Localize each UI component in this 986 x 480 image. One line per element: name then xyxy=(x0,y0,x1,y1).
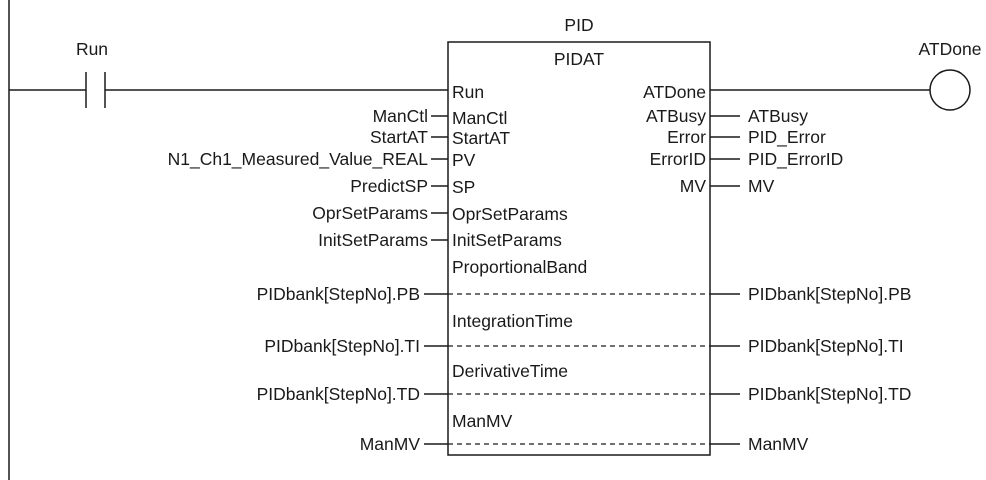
pin-atbusy: ATBusy xyxy=(646,106,706,126)
output-var-errorid[interactable]: PID_ErrorID xyxy=(748,149,843,170)
output-coil[interactable] xyxy=(929,69,971,111)
coil-label: ATDone xyxy=(919,39,982,59)
pin-manmv: ManMV xyxy=(452,411,513,431)
pin-sp: SP xyxy=(452,177,475,197)
contact-label: Run xyxy=(76,39,108,59)
input-var-startat[interactable]: StartAT xyxy=(370,127,428,147)
normally-open-contact[interactable] xyxy=(85,72,106,108)
pin-errorid: ErrorID xyxy=(650,149,706,169)
pin-derivativetime: DerivativeTime xyxy=(452,361,568,381)
inout-out-var-manmv[interactable]: ManMV xyxy=(748,434,809,454)
function-block-box[interactable] xyxy=(447,41,711,456)
output-var-mv[interactable]: MV xyxy=(748,176,775,196)
inout-out-var-ti[interactable]: PIDbank[StepNo].TI xyxy=(748,336,904,356)
inout-in-var-pb[interactable]: PIDbank[StepNo].PB xyxy=(257,284,420,304)
pin-initsetparams: InitSetParams xyxy=(452,230,562,250)
block-type: PIDAT xyxy=(554,49,605,69)
pin-atdone: ATDone xyxy=(643,82,706,102)
input-var-initsetparams[interactable]: InitSetParams xyxy=(318,230,428,250)
input-var-manctl[interactable]: ManCtl xyxy=(373,106,428,126)
pin-startat: StartAT xyxy=(452,128,510,148)
output-var-error[interactable]: PID_Error xyxy=(748,127,826,148)
inout-in-var-manmv[interactable]: ManMV xyxy=(360,434,421,454)
inout-in-var-ti[interactable]: PIDbank[StepNo].TI xyxy=(264,336,420,356)
inout-out-var-pb[interactable]: PIDbank[StepNo].PB xyxy=(748,284,911,304)
pin-pv: PV xyxy=(452,150,476,170)
pin-error: Error xyxy=(667,127,706,147)
inout-in-var-td[interactable]: PIDbank[StepNo].TD xyxy=(257,384,420,404)
pin-mv: MV xyxy=(680,176,707,196)
instance-name: PID xyxy=(564,15,593,35)
pin-run: Run xyxy=(452,82,484,102)
pin-oprsetparams: OprSetParams xyxy=(452,204,568,224)
output-var-atbusy[interactable]: ATBusy xyxy=(748,106,808,126)
pin-integrationtime: IntegrationTime xyxy=(452,311,573,331)
pin-manctl: ManCtl xyxy=(452,108,507,128)
input-var-oprsetparams[interactable]: OprSetParams xyxy=(312,203,428,223)
inout-out-var-td[interactable]: PIDbank[StepNo].TD xyxy=(748,384,911,404)
pin-proportionalband: ProportionalBand xyxy=(452,257,587,277)
input-var-pv[interactable]: N1_Ch1_Measured_Value_REAL xyxy=(168,149,429,170)
input-var-sp[interactable]: PredictSP xyxy=(350,176,428,196)
